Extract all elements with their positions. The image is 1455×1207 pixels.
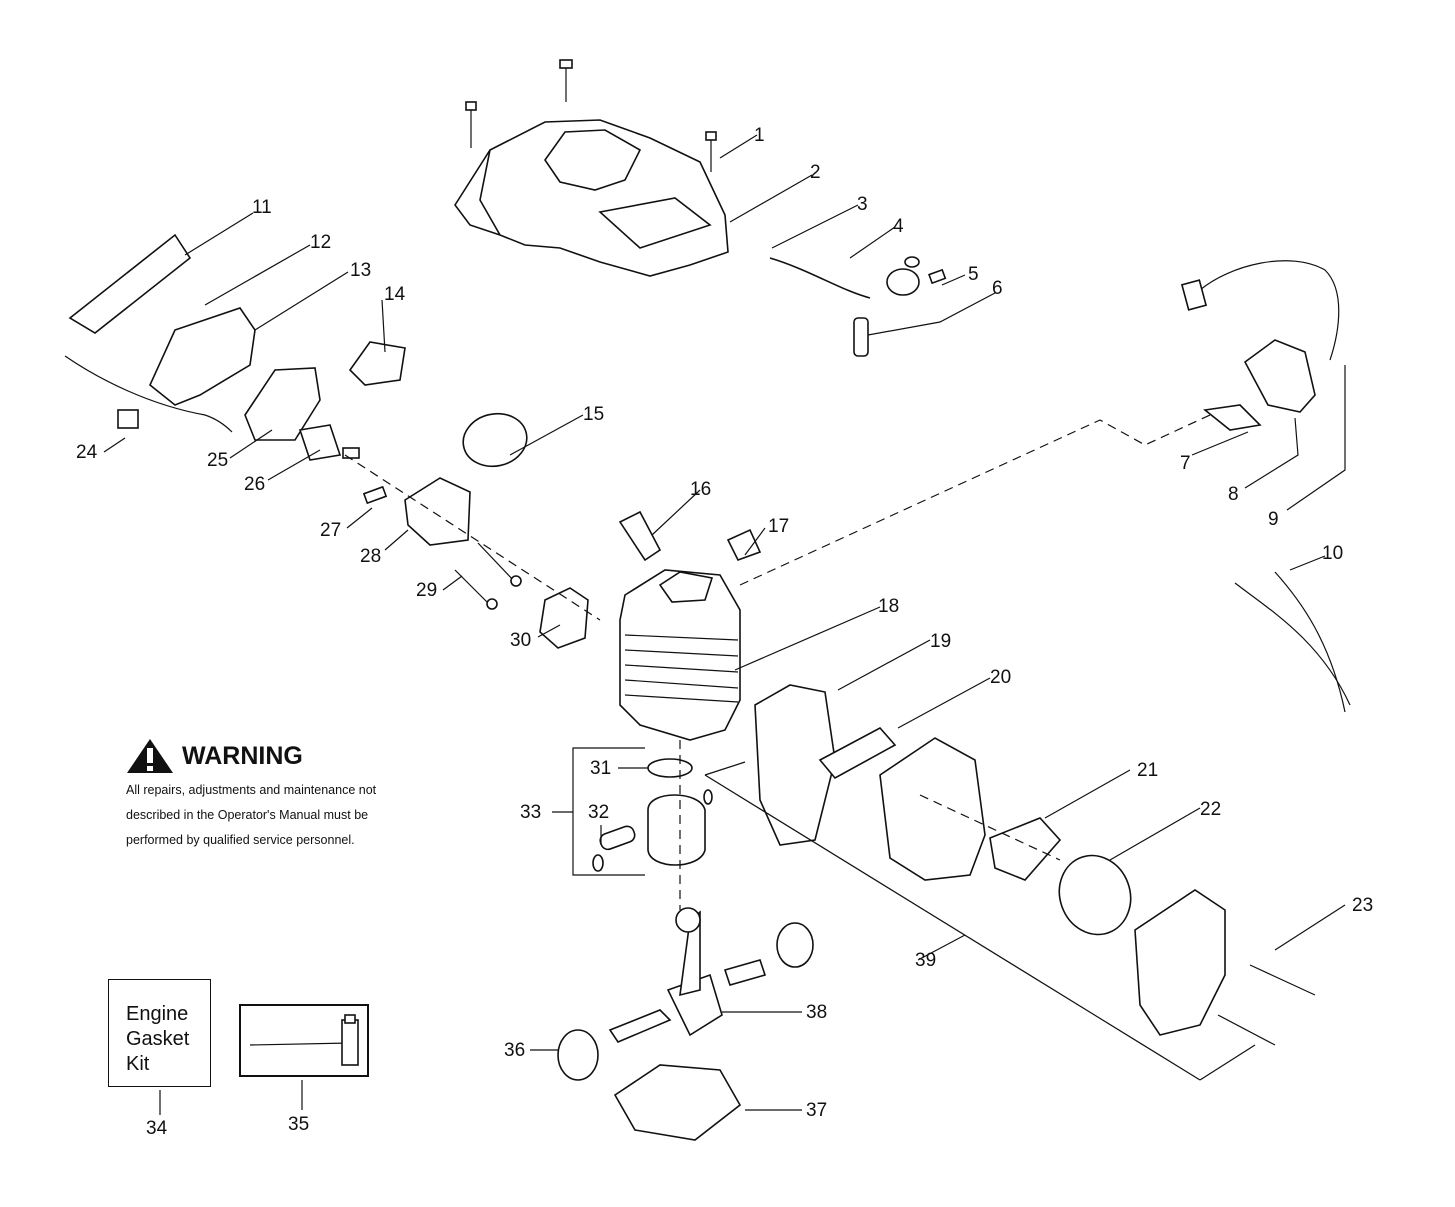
grommet bbox=[886, 256, 920, 296]
spark-boot bbox=[726, 528, 762, 561]
piston bbox=[647, 794, 706, 866]
callout-9: 9 bbox=[1268, 509, 1279, 530]
gasket-30 bbox=[539, 587, 589, 649]
scrench-tool bbox=[249, 1014, 359, 1066]
callout-7: 7 bbox=[1180, 453, 1191, 474]
callout-labels: 1 2 3 4 5 6 7 8 9 10 11 12 13 14 15 16 1… bbox=[76, 125, 1373, 1139]
leader-lines bbox=[103, 134, 1346, 1115]
callout-17: 17 bbox=[768, 516, 789, 537]
engine-gasket-kit-box: Engine Gasket Kit bbox=[108, 979, 211, 1087]
callout-16: 16 bbox=[690, 479, 711, 500]
callout-1: 1 bbox=[754, 125, 765, 146]
callout-23: 23 bbox=[1352, 895, 1373, 916]
callout-35: 35 bbox=[288, 1114, 309, 1135]
callout-3: 3 bbox=[857, 194, 868, 215]
intake-manifold bbox=[404, 477, 471, 546]
callout-34: 34 bbox=[146, 1118, 168, 1139]
callout-11: 11 bbox=[252, 197, 272, 218]
piston-ring bbox=[647, 758, 693, 778]
muffler-body bbox=[879, 737, 986, 881]
handle-cover bbox=[68, 233, 192, 334]
bearing-left bbox=[557, 1029, 599, 1081]
callout-21: 21 bbox=[1137, 760, 1158, 781]
callout-24: 24 bbox=[76, 442, 98, 463]
callout-20: 20 bbox=[990, 667, 1011, 688]
callout-6: 6 bbox=[992, 278, 1003, 299]
callout-14: 14 bbox=[384, 284, 406, 305]
callout-29: 29 bbox=[416, 580, 437, 601]
callout-4: 4 bbox=[893, 216, 904, 237]
callout-39: 39 bbox=[915, 950, 936, 971]
carb-gasket bbox=[298, 424, 342, 461]
callout-22: 22 bbox=[1200, 799, 1221, 820]
bearing-right bbox=[776, 922, 814, 968]
callout-12: 12 bbox=[310, 232, 331, 253]
warning-line-3: performed by qualified service personnel… bbox=[126, 833, 355, 847]
part-24-block bbox=[117, 409, 139, 429]
cover-screws bbox=[465, 59, 717, 172]
callout-5: 5 bbox=[968, 264, 979, 285]
callout-33: 33 bbox=[520, 802, 541, 823]
callout-15: 15 bbox=[583, 404, 604, 425]
callout-18: 18 bbox=[878, 596, 899, 617]
tool-box bbox=[239, 1004, 369, 1077]
callout-36: 36 bbox=[504, 1040, 525, 1061]
handle bbox=[149, 307, 256, 406]
intake-boot bbox=[462, 412, 528, 468]
warning-notice: WARNING All repairs, adjustments and mai… bbox=[126, 738, 456, 853]
callout-32: 32 bbox=[588, 802, 609, 823]
heat-shield bbox=[754, 684, 836, 846]
crankcase-half bbox=[613, 1064, 742, 1141]
ignition-module bbox=[1243, 339, 1316, 413]
warning-line-2: described in the Operator's Manual must … bbox=[126, 808, 369, 822]
crankshaft bbox=[608, 907, 767, 1043]
callout-38: 38 bbox=[806, 1002, 827, 1023]
callout-26: 26 bbox=[244, 474, 265, 495]
carburetor bbox=[244, 367, 321, 441]
kit-line-3: Kit bbox=[126, 1053, 150, 1075]
callout-37: 37 bbox=[806, 1100, 827, 1121]
callout-10: 10 bbox=[1322, 543, 1343, 564]
spark-plug bbox=[618, 510, 662, 562]
callout-2: 2 bbox=[810, 162, 821, 183]
kit-line-1: Engine bbox=[126, 1003, 189, 1025]
warning-title: WARNING bbox=[182, 741, 303, 770]
callout-19: 19 bbox=[930, 631, 951, 652]
callout-13: 13 bbox=[350, 260, 371, 281]
cylinder bbox=[619, 569, 741, 741]
top-cover bbox=[454, 119, 729, 277]
warning-line-1: All repairs, adjustments and maintenance… bbox=[126, 783, 377, 797]
intake-elbow bbox=[348, 341, 406, 386]
callout-8: 8 bbox=[1228, 484, 1239, 505]
muffler-screen bbox=[1058, 854, 1132, 936]
warning-header: WARNING bbox=[126, 738, 456, 774]
muffler-cover bbox=[1134, 889, 1226, 1036]
kit-line-2: Gasket bbox=[126, 1028, 190, 1050]
callout-25: 25 bbox=[207, 450, 228, 471]
spark-screen bbox=[989, 817, 1062, 881]
exhaust-gasket bbox=[818, 726, 897, 780]
callout-31: 31 bbox=[590, 758, 611, 779]
callout-28: 28 bbox=[360, 546, 381, 567]
piston-pin bbox=[599, 825, 636, 851]
callout-27: 27 bbox=[320, 520, 341, 541]
warning-text: All repairs, adjustments and maintenance… bbox=[126, 778, 456, 853]
warning-triangle-icon bbox=[127, 739, 173, 773]
callout-30: 30 bbox=[510, 630, 531, 651]
